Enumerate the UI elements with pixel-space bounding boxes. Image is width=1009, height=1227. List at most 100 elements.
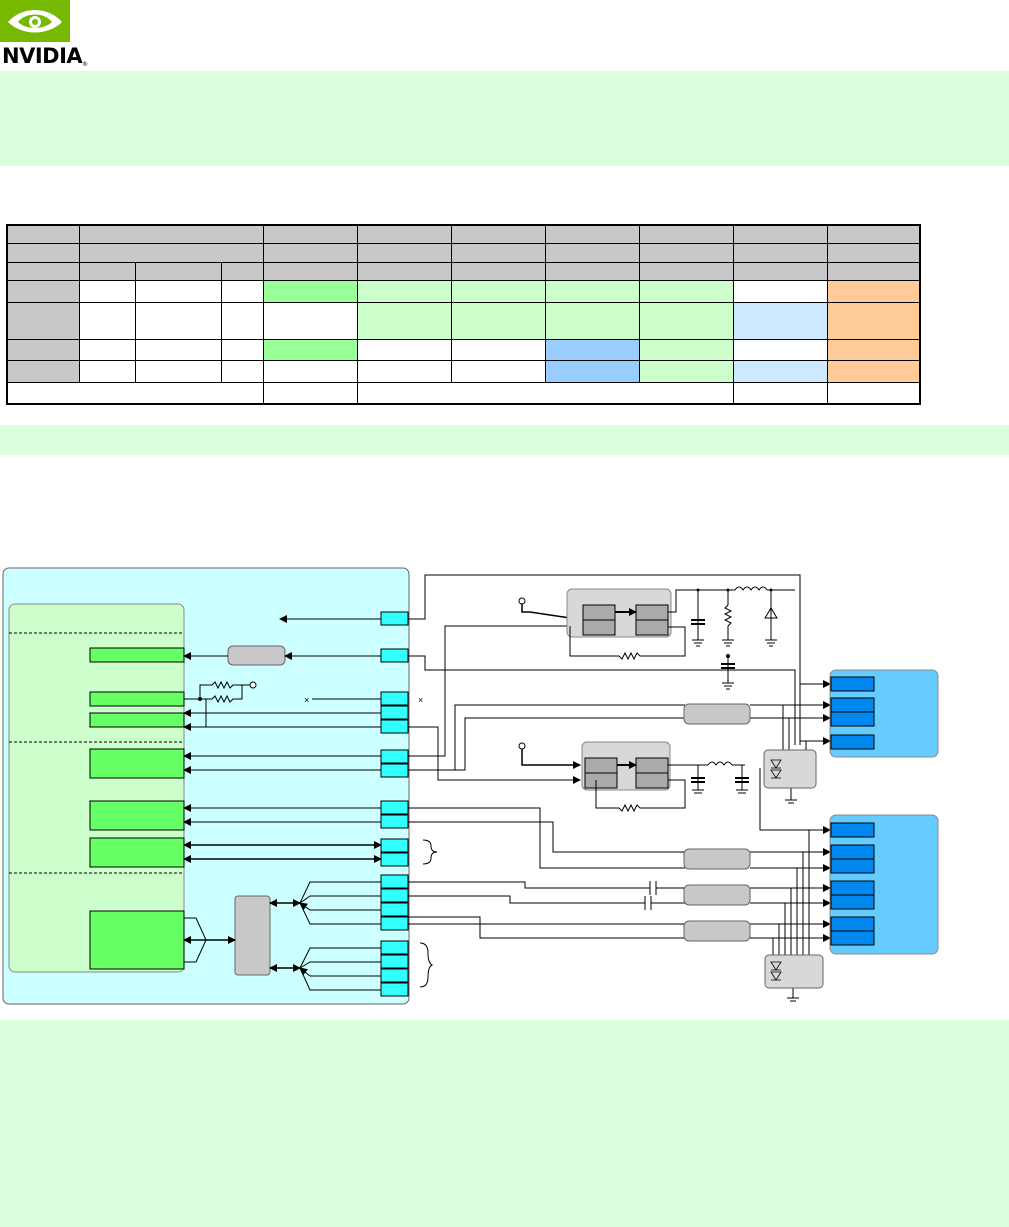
soc-block bbox=[89, 712, 185, 728]
table-cell bbox=[356, 338, 452, 362]
logo-text: NVIDIA bbox=[2, 44, 83, 68]
table-cell bbox=[450, 360, 546, 383]
table-cell bbox=[78, 360, 136, 383]
table-cell bbox=[78, 280, 136, 303]
table-cell bbox=[356, 261, 452, 282]
table-row bbox=[6, 381, 921, 405]
table-cell bbox=[6, 224, 80, 245]
table-header-row bbox=[6, 261, 921, 282]
table-cell bbox=[544, 338, 640, 362]
table-cell bbox=[826, 261, 921, 282]
esd-protection-2 bbox=[764, 954, 824, 989]
table-cell bbox=[262, 261, 358, 282]
table-cell bbox=[78, 261, 136, 282]
pin-table bbox=[6, 224, 922, 405]
table-cell bbox=[134, 338, 222, 362]
table-cell bbox=[134, 280, 222, 303]
note-box-middle bbox=[0, 425, 1009, 455]
table-cell bbox=[78, 243, 264, 263]
table-cell bbox=[450, 243, 546, 263]
table-cell bbox=[544, 261, 640, 282]
table-cell bbox=[638, 243, 734, 263]
table-cell bbox=[544, 224, 640, 245]
common-mode-choke bbox=[683, 920, 751, 942]
table-cell bbox=[356, 243, 452, 263]
table-cell bbox=[732, 381, 828, 405]
table-cell bbox=[262, 381, 358, 405]
table-cell bbox=[826, 224, 921, 245]
power-regulator-2 bbox=[518, 741, 749, 813]
table-cell bbox=[450, 261, 546, 282]
table-cell bbox=[826, 301, 921, 340]
common-mode-choke bbox=[683, 703, 751, 725]
table-cell bbox=[544, 280, 640, 303]
table-cell bbox=[732, 243, 828, 263]
note-box-top bbox=[0, 71, 1009, 166]
module-wiring bbox=[183, 615, 438, 991]
external-wiring bbox=[408, 574, 831, 1002]
table-cell bbox=[638, 301, 734, 340]
table-cell bbox=[356, 224, 452, 245]
esd-protection-1 bbox=[763, 749, 817, 789]
table-cell bbox=[638, 261, 734, 282]
table-row bbox=[6, 338, 921, 362]
table-cell bbox=[134, 360, 222, 383]
table-cell bbox=[262, 360, 358, 383]
table-cell bbox=[262, 301, 358, 340]
table-cell bbox=[732, 224, 828, 245]
nvidia-eye-icon bbox=[0, 0, 70, 42]
table-cell bbox=[78, 338, 136, 362]
table-cell bbox=[78, 301, 136, 340]
mux-block bbox=[234, 895, 271, 976]
table-cell bbox=[826, 280, 921, 303]
soc-block bbox=[89, 837, 185, 868]
table-cell bbox=[450, 224, 546, 245]
table-cell bbox=[732, 338, 828, 362]
table-row bbox=[6, 360, 921, 383]
table-cell bbox=[826, 338, 921, 362]
common-mode-choke bbox=[683, 884, 751, 906]
soc-block bbox=[89, 910, 185, 970]
table-cell bbox=[134, 301, 222, 340]
table-cell bbox=[220, 338, 264, 362]
soc-block bbox=[89, 748, 185, 779]
table-cell bbox=[638, 338, 734, 362]
table-cell bbox=[450, 280, 546, 303]
table-cell bbox=[220, 360, 264, 383]
table-cell bbox=[356, 360, 452, 383]
table-cell bbox=[826, 243, 921, 263]
table-cell bbox=[6, 360, 80, 383]
table-header-row bbox=[6, 224, 921, 245]
table-cell bbox=[6, 381, 264, 405]
common-mode-choke bbox=[683, 848, 751, 870]
table-cell bbox=[6, 243, 80, 263]
table-row bbox=[6, 301, 921, 340]
connector-1 bbox=[829, 669, 939, 758]
trademark-symbol: ® bbox=[82, 61, 88, 68]
table-cell bbox=[6, 338, 80, 362]
table-cell bbox=[220, 261, 264, 282]
table-row bbox=[6, 280, 921, 303]
table-cell bbox=[732, 301, 828, 340]
logo-wordmark: NVIDIA® bbox=[2, 44, 88, 68]
table-cell bbox=[638, 280, 734, 303]
table-cell bbox=[356, 301, 452, 340]
table-cell bbox=[262, 280, 358, 303]
table-cell bbox=[6, 301, 80, 340]
table-cell bbox=[220, 301, 264, 340]
connection-diagram: × × bbox=[2, 567, 939, 1005]
table-cell bbox=[356, 280, 452, 303]
table-cell bbox=[262, 243, 358, 263]
table-cell bbox=[638, 224, 734, 245]
table-cell bbox=[134, 261, 222, 282]
table-header-row bbox=[6, 243, 921, 263]
soc-block bbox=[89, 800, 185, 831]
table-cell bbox=[6, 280, 80, 303]
soc-block bbox=[89, 691, 185, 707]
table-cell bbox=[6, 261, 80, 282]
table-cell bbox=[638, 360, 734, 383]
table-cell bbox=[544, 301, 640, 340]
table-cell bbox=[262, 224, 358, 245]
note-box-bottom bbox=[0, 1020, 1009, 1227]
table-cell bbox=[262, 338, 358, 362]
